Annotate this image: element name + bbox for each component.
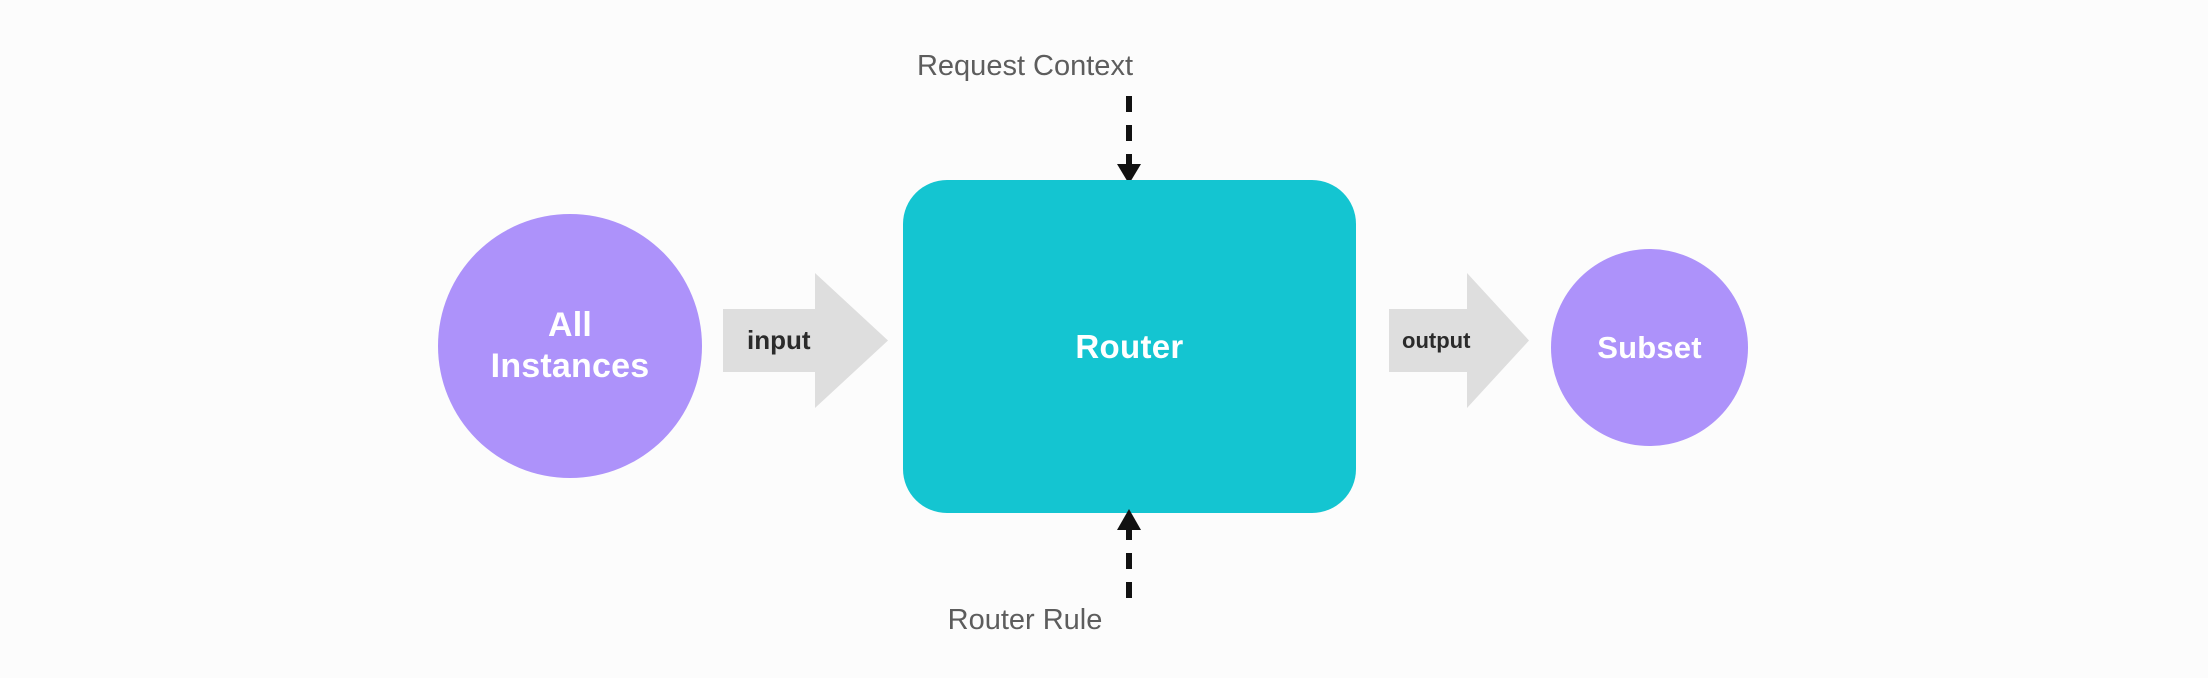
node-subset[interactable]: Subset: [1551, 249, 1748, 446]
router-rule-connector: [1108, 506, 1150, 598]
output-arrow: output: [1389, 273, 1529, 408]
router-rule-caption: Router Rule: [947, 604, 1103, 636]
request-context-connector: [1108, 96, 1150, 186]
node-all-instances-label: All Instances: [490, 305, 650, 385]
node-subset-label: Subset: [1597, 329, 1702, 365]
node-router-label: Router: [1075, 327, 1184, 365]
node-all-instances[interactable]: All Instances: [438, 214, 702, 478]
input-arrow-label: input: [747, 325, 811, 355]
output-arrow-label: output: [1402, 327, 1471, 353]
node-router[interactable]: Router: [903, 180, 1356, 513]
request-context-caption: Request Context: [916, 50, 1133, 82]
input-arrow: input: [723, 273, 888, 408]
